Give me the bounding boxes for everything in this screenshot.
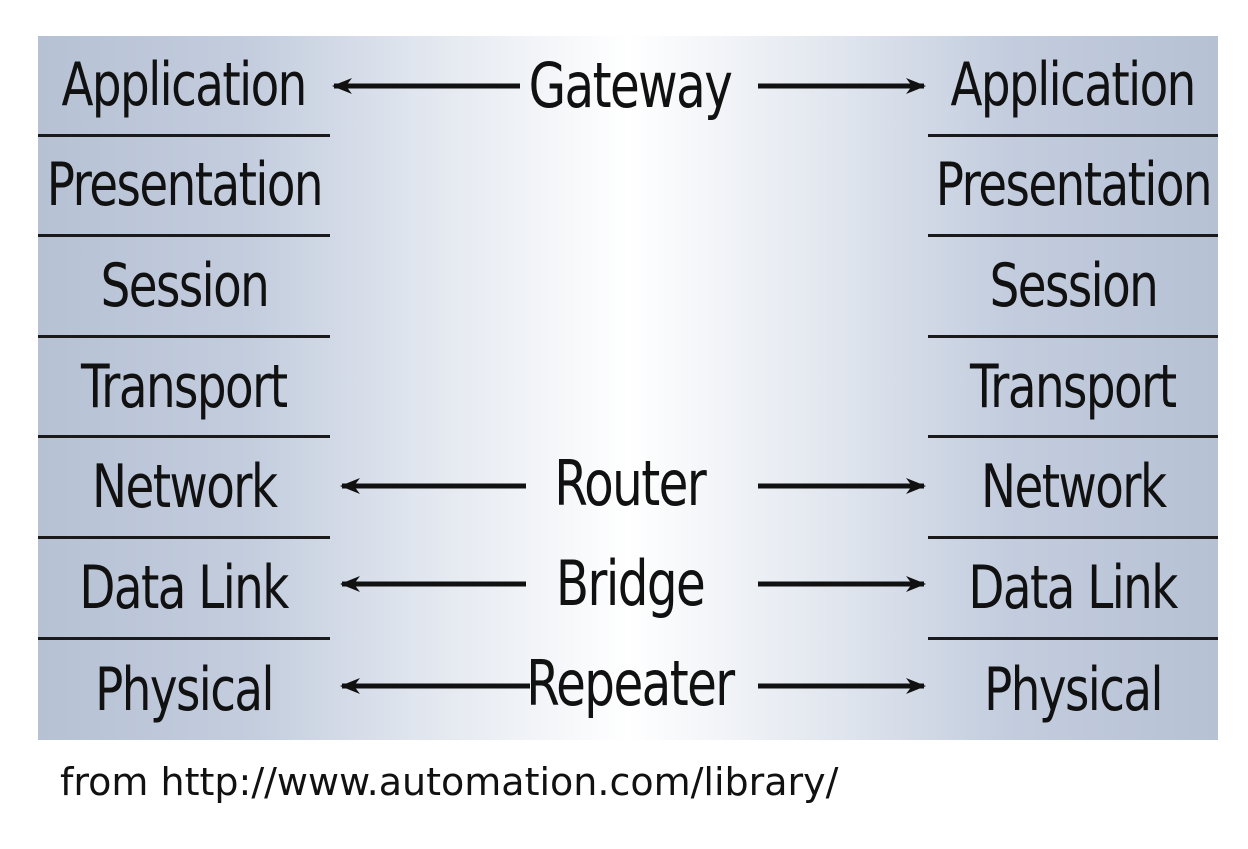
right-layer-application: Application: [928, 36, 1218, 137]
left-layer-session: Session: [38, 237, 330, 338]
device-bridge-label: Bridge: [555, 546, 706, 620]
diagram-background-panel: [38, 36, 1218, 740]
left-layer-physical: Physical: [95, 654, 274, 725]
left-layer-data-link: Data Link: [38, 539, 330, 640]
right-layer-data-link: Data Link: [928, 539, 1218, 640]
right-layer-physical: Physical: [984, 654, 1163, 725]
right-layer-session: Session: [928, 237, 1218, 338]
left-osi-stack: Application Presentation Session Transpo…: [38, 36, 330, 740]
device-repeater-label: Repeater: [526, 646, 735, 720]
right-layer-transport: Transport: [928, 338, 1218, 439]
right-osi-stack: Application Presentation Session Transpo…: [928, 36, 1218, 740]
right-layer-presentation: Presentation: [928, 137, 1218, 238]
left-layer-application: Application: [38, 36, 330, 137]
device-gateway-label: Gateway: [528, 48, 733, 122]
left-layer-transport: Transport: [38, 338, 330, 439]
right-layer-network: Network: [928, 438, 1218, 539]
source-caption: from http://www.automation.com/library/: [60, 760, 839, 804]
device-router-label: Router: [554, 446, 707, 520]
left-layer-network: Network: [38, 438, 330, 539]
left-layer-presentation: Presentation: [38, 137, 330, 238]
